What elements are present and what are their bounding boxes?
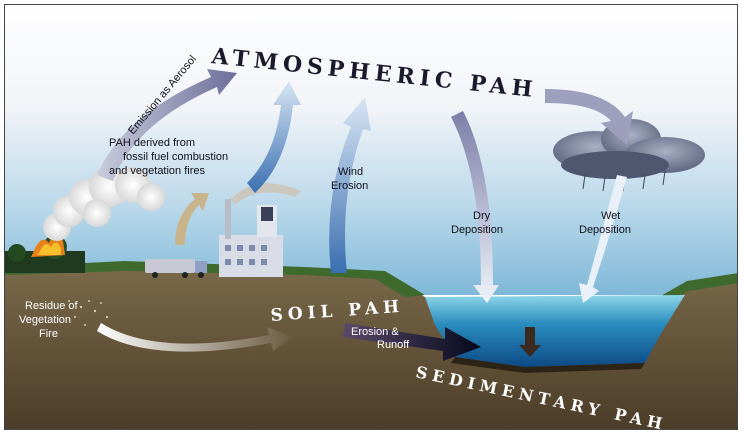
pah-cycle-diagram: ATMOSPHERIC PAH Emission as Aerosol PAH … [5,5,737,429]
rain-cloud [553,119,705,192]
residue-label-3: Fire [39,328,58,340]
dry-label-1: Dry [473,210,491,222]
wind-label-1: Wind [338,166,363,178]
factory-fumes [231,183,301,205]
wet-label-2: Deposition [579,224,631,236]
sediment-arrow [519,327,541,357]
runoff-label-1: Erosion & [351,326,399,338]
residue-speckle [68,300,109,326]
soil-arrow [97,323,293,352]
dry-deposition-arrow [451,111,499,303]
wet-deposition-arrow [579,175,627,303]
wind-label-2: Erosion [331,180,368,192]
atmosphere-arc-arrow [545,89,633,145]
fuel-arrow-right [247,81,301,193]
runoff-label-2: Runoff [377,339,410,351]
smoke-plume [43,167,165,241]
lake [425,295,685,367]
diagram-frame: ATMOSPHERIC PAH Emission as Aerosol PAH … [4,4,738,430]
dry-label-2: Deposition [451,224,503,236]
grass-strip [5,261,425,297]
pah-derived-line1: PAH derived from [109,137,195,149]
factory [219,199,283,277]
wet-label-1: Wet [601,210,620,222]
residue-label-2: Vegetation [19,314,71,326]
sediment-layer [451,357,645,373]
emission-arrow [97,69,237,181]
pah-derived-line3: and vegetation fires [109,165,206,177]
truck [145,259,207,278]
wind-erosion-arrow [329,97,371,273]
residue-label-1: Residue of [25,300,79,312]
pah-derived-line2: fossil fuel combustion [123,151,228,163]
fuel-arrow-left [175,193,209,245]
forest-fire [5,234,85,273]
runoff-arrow [343,323,481,361]
